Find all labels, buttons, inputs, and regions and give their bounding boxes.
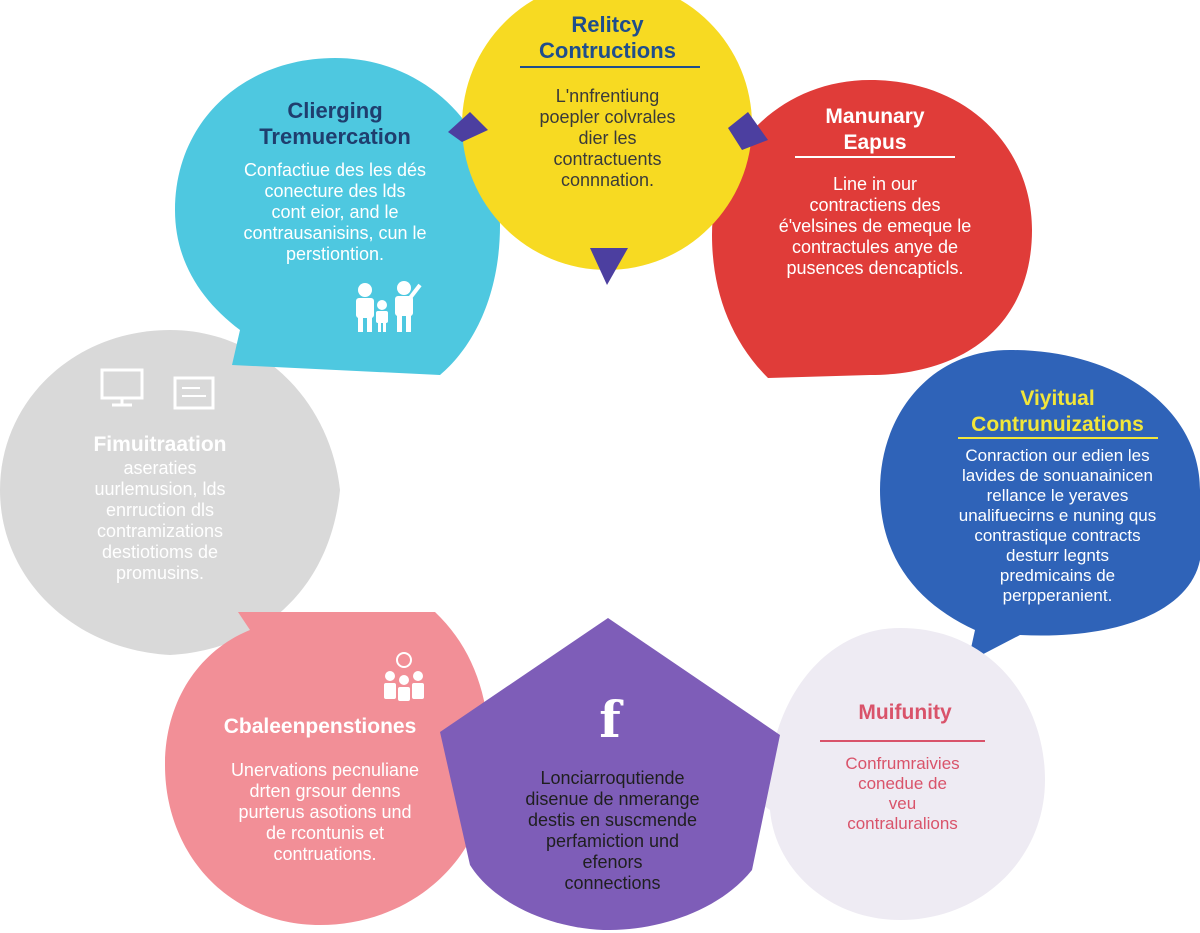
bubble-pink-line: drten grsour denns <box>249 781 401 801</box>
bubble-lavender-line: veu <box>888 794 917 813</box>
bubble-lavender-title-line: Muifunity <box>858 701 952 724</box>
bubble-cyan-title: Clierging Tremuercation <box>215 98 455 150</box>
bubble-yellow-body: L'nnfrentiung poepler colvrales dier les… <box>495 86 720 191</box>
bubble-blue-line: unalifuecirns e nuning qus <box>958 506 1157 525</box>
bubble-yellow-line: L'nnfrentiung <box>555 86 660 106</box>
bubble-yellow-title: Relitcy Contructions <box>495 12 720 64</box>
bubble-yellow-line: dier les <box>578 128 637 148</box>
bubble-blue-line: lavides de sonuanainicen <box>962 466 1153 485</box>
bubble-red-title: Manunary Eapus <box>760 104 990 156</box>
bubble-blue-rule <box>958 437 1158 439</box>
bubble-pink-line: purterus asotions und <box>238 802 412 822</box>
bubble-purple-line: destis en suscmende <box>527 810 698 830</box>
bubble-cyan-line: cont eior, and le <box>271 202 399 222</box>
bubble-gray-line: uurlemusion, lds <box>94 479 226 499</box>
bubble-red-line: contractiens des <box>809 195 941 215</box>
bubble-pink-line: contruations. <box>273 844 377 864</box>
bubble-gray-line: aseraties <box>123 458 197 478</box>
bubble-cyan-title-line: Tremuercation <box>259 124 411 149</box>
bubble-pink-line: Unervations pecnuliane <box>230 760 420 780</box>
bubble-lavender-title: Muifunity <box>805 700 1005 726</box>
bubble-blue-title-line: Viyitual <box>1020 387 1095 410</box>
bubble-blue-line: perpperanient. <box>1002 586 1113 605</box>
bubble-purple-line: efenors <box>582 852 643 872</box>
bubble-purple-line: connections <box>564 873 661 893</box>
bubble-pink-title: Cbaleenpenstiones <box>205 714 435 740</box>
bubble-blue-line: rellance le yeraves <box>986 486 1129 505</box>
bubble-red-line: contractules anye de <box>791 237 959 257</box>
bubble-red-line: é'velsines de emeque le <box>778 216 972 236</box>
bubble-red-body: Line in our contractiens des é'velsines … <box>735 174 1015 279</box>
bubble-gray-title-line: Fimuitraation <box>93 433 227 456</box>
bubble-gray-title: Fimuitraation <box>40 432 280 458</box>
facebook-icon: f <box>599 690 621 749</box>
bubble-gray-line: promusins. <box>115 563 205 583</box>
bubble-yellow-line: connnation. <box>560 170 655 190</box>
bubble-lavender-body: Confrumraivies conedue de veu contralura… <box>800 754 1005 834</box>
bubble-blue-line: Conraction our edien les <box>965 446 1150 465</box>
bubble-pink-line: de rcontunis et <box>265 823 385 843</box>
bubble-lavender-rule <box>820 740 985 742</box>
bubble-blue-line: desturr legnts <box>1006 546 1109 565</box>
bubble-purple-line: Lonciarroqutiende <box>540 768 685 788</box>
bubble-blue-line: predmicains de <box>999 566 1116 585</box>
bubble-cyan-body: Confactiue des les dés conecture des lds… <box>210 160 460 265</box>
bubble-lavender-line: Confrumraivies <box>845 754 960 773</box>
bubble-blue-title-line: Contrunuizations <box>971 413 1144 436</box>
bubble-blue-line: contrastique contracts <box>974 526 1141 545</box>
bubble-yellow-title-line: Contructions <box>539 38 676 63</box>
bubble-gray-line: enrruction dls <box>105 500 215 520</box>
bubble-cyan-line: conecture des lds <box>264 181 406 201</box>
bubble-yellow-title-line: Relitcy <box>571 12 644 37</box>
bubble-lavender-line: contraluralions <box>847 814 958 833</box>
bubble-purple-line: perfamiction und <box>545 831 680 851</box>
bubble-purple-line: disenue de nmerange <box>525 789 700 809</box>
bubble-red-title-line: Eapus <box>843 131 907 154</box>
bubble-lavender-line: conedue de <box>858 774 947 793</box>
bubble-yellow-rule <box>520 66 700 68</box>
bubble-yellow-line: poepler colvrales <box>539 107 676 127</box>
bubble-gray-line: contramizations <box>96 521 224 541</box>
bubble-blue-body: Conraction our edien les lavides de sonu… <box>925 446 1190 606</box>
bubble-purple-body: Lonciarroqutiende disenue de nmerange de… <box>495 768 730 894</box>
bubble-red-line: pusences dencapticls. <box>786 258 964 278</box>
bubble-red-line: Line in our <box>832 174 918 194</box>
bubble-pink-body: Unervations pecnuliane drten grsour denn… <box>205 760 445 865</box>
bubble-cyan-line: Confactiue des les dés <box>243 160 427 180</box>
bubble-yellow-line: contractuents <box>553 149 662 169</box>
bubble-gray-line: destiotioms de <box>101 542 219 562</box>
bubble-cyan-line: contrausanisins, cun le <box>243 223 427 243</box>
bubble-gray-body: aseraties uurlemusion, lds enrruction dl… <box>40 458 280 584</box>
bubble-blue-title: Viyitual Contrunuizations <box>940 386 1175 438</box>
bubble-red-rule <box>795 156 955 158</box>
bubble-cyan-line: perstiontion. <box>285 244 385 264</box>
bubble-red-title-line: Manunary <box>825 105 925 128</box>
bubble-cyan-title-line: Clierging <box>287 98 383 123</box>
bubble-pink-title-line: Cbaleenpenstiones <box>223 715 417 738</box>
